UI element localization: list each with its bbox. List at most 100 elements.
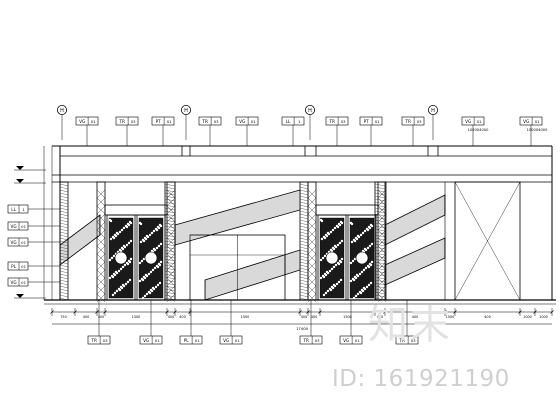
cabinet-bay-2-carving-speck [330,267,334,271]
cabinet-bay-1-carving-speck [128,278,132,282]
column-strip-hatch [299,297,309,301]
top-material-tag-num: 03 [214,119,219,124]
dimension-tick-slash [318,310,322,314]
column-strip-hatch [299,222,309,226]
cabinet-bay-1-carving-speck [125,225,129,229]
cabinet-bay-1-brace [96,293,106,303]
cabinet-bay-1-carving-speck [118,230,122,234]
cabinet-bay-2-brace [307,261,317,271]
column-strip-hatch [164,189,176,193]
column-strip-hatch [164,222,176,226]
column-strip-hatch [59,258,69,262]
cabinet-bay-1-carving-speck [141,296,145,300]
column-strip-hatch [374,261,386,265]
bottom-material-tag-code: PL [184,338,190,343]
column-strip-hatch [59,204,69,208]
cabinet-bay-2-carving-speck [331,228,335,232]
cabinet-bay-1-carving-speck [144,237,148,241]
cabinet-bay-2-carving-speck [334,245,338,249]
column-strip-hatch [59,297,69,301]
column-strip-hatch [374,225,386,229]
cabinet-bay-1-carving-speck [155,228,159,232]
cabinet-bay-2-carving-speck [322,275,326,279]
column-strip-hatch [374,183,386,187]
cabinet-bay-1-carving-speck [157,226,161,230]
cabinet-bay-1-medallion [144,251,158,265]
cabinet-bay-1-brace [96,245,106,255]
column-strip-hatch [59,294,69,298]
cabinet-bay-2-carving-speck [321,256,325,260]
column-strip-hatch [299,276,309,280]
cabinet-bay-2-carving-speck [360,270,364,274]
column-strip-hatch [164,231,176,235]
column-strip-hatch [374,246,386,250]
cabinet-bay-1-carving-speck [108,276,112,280]
column-strip-hatch [59,213,69,217]
column-strip-hatch [59,201,69,205]
column-strip-hatch [164,297,176,301]
column-strip-hatch [299,183,309,187]
dimension-tick-slash [298,310,302,314]
dimension-text: 400 [98,315,104,319]
cabinet-bay-2-carving-speck [332,247,336,251]
cabinet-bay-2-carving-speck [330,249,334,253]
dimension-tick-slash [73,310,77,314]
bottom-material-tag-box [395,335,419,345]
column-strip-hatch [299,285,309,289]
dimension-text: 1500 [132,315,141,319]
column-strip-hatch [164,183,176,187]
cabinet-bay-1-carving-speck [123,245,127,249]
cabinet-bay-2-brace [307,285,317,295]
left-material-tag-num: 01 [21,264,26,269]
cabinet-bay-2-carving-speck [339,278,343,282]
column-strip-hatch [374,195,386,199]
column-strip-hatch [164,240,176,244]
cabinet-bay-1-frieze [104,204,168,216]
bottom-material-tag-num: 01 [195,338,200,343]
column-strip-hatch [164,279,176,283]
column-strip-hatch [164,210,176,214]
cabinet-bay-2-carving-speck [356,274,360,278]
cabinet-bay-1-carving-speck [113,291,117,295]
cabinet-bay-2-brace [307,237,317,247]
grid-axis-label: H [431,108,435,114]
column-strip-hatch [164,255,176,259]
column-strip-hatch [374,222,386,226]
column-strip-hatch [164,285,176,289]
cabinet-bay-2-carving-speck [355,237,359,241]
cabinet-bay-1-brace [96,189,106,199]
cabinet-bay-1-carving-speck [116,232,120,236]
cabinet-bay-2-carving-speck [333,226,337,230]
cabinet-bay-1-carving-speck [122,226,126,230]
cabinet-bay-1-carving-speck [143,294,147,298]
column-strip-hatch [374,255,386,259]
cabinet-bay-1-pilaster-left [96,181,106,301]
column-strip-hatch [299,255,309,259]
cabinet-bay-2-brace [307,221,317,231]
cabinet-bay-2-carving-speck [339,260,343,264]
bottom-material-tag-num: 03 [315,338,320,343]
column-strip-hatch [164,291,176,295]
cabinet-bay-1-carving-speck [129,257,133,261]
dimension-tick-slash [165,310,169,314]
cabinet-bay-2-carving-speck [333,284,337,288]
column-strip-hatch [299,198,309,202]
column-strip-hatch [374,270,386,274]
column-strip-hatch [374,264,386,268]
cabinet-bay-2-carving-speck [367,265,371,269]
cabinet-bay-1-brace [166,221,176,231]
column-strip-hatch [164,213,176,217]
cabinet-bay-1-carving-speck [159,260,163,264]
grid-axis-label: H [60,108,64,114]
cabinet-bay-1-carving-speck [147,272,151,276]
column-strip-hatch [299,267,309,271]
top-material-tag-code: TR [201,119,208,124]
column-strip-hatch [299,273,309,277]
cabinet-bay-1-carving-speck [120,228,124,232]
cabinet-bay-1-carving-speck [127,223,131,227]
cabinet-bay-1-carving-speck [108,258,112,262]
dimension-tick-slash [373,310,377,314]
cabinet-bay-1-carving-speck [142,257,146,261]
cabinet-bay-1-brace [96,221,106,231]
column-strip [374,181,386,301]
